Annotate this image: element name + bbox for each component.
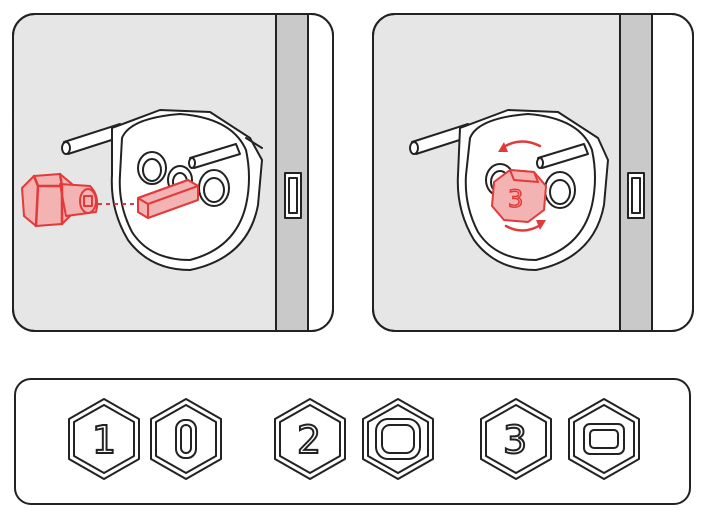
hex-socket-rectangle-icon [568,398,640,480]
legend-item-3: 3 [480,398,640,480]
adapter-legend: 1 2 [14,378,691,505]
door-face [307,14,333,331]
hex-socket-slot-icon [150,398,222,480]
hex-number-3: 3 [480,398,552,480]
legend-number: 1 [92,418,116,462]
strike-plate [284,172,302,219]
adapter-number: 3 [508,185,523,213]
legend-number: 3 [503,418,527,462]
panel-rotate-adapter: 3 [372,13,694,332]
hex-number-1: 1 [68,398,140,480]
door-face [651,14,693,331]
legend-item-1: 1 [68,398,222,480]
hex-number-2: 2 [274,398,346,480]
panel-insert-adapter [12,13,334,332]
screw-post-right [544,171,576,209]
legend-item-2: 2 [274,398,434,480]
adapter-hex-number-3: 3 [491,169,547,223]
screw-post-left [137,151,167,185]
tailpiece-bar [137,179,199,219]
legend-number: 2 [297,418,321,462]
screw-post-right [198,169,230,207]
adapter-hex [21,172,99,228]
strike-plate [627,172,645,219]
rotate-arrows-icon [498,140,546,232]
hex-socket-rounded-square-icon [362,398,434,480]
